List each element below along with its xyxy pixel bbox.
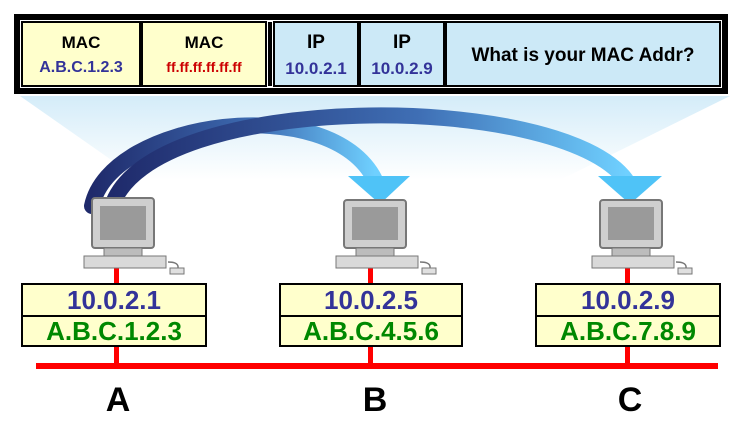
field-header: IP bbox=[393, 32, 411, 53]
packet-separator bbox=[268, 22, 272, 86]
field-box bbox=[273, 21, 359, 87]
packet-field-dst-ip: IP 10.0.2.9 bbox=[359, 21, 445, 87]
packet-field-payload: What is your MAC Addr? bbox=[445, 21, 721, 87]
mac-box bbox=[279, 315, 463, 347]
broadcast-arrows bbox=[84, 107, 662, 214]
host-ip: 10.0.2.9 bbox=[581, 285, 675, 315]
host-b: 10.0.2.5 A.B.C.4.5.6 B bbox=[279, 199, 463, 419]
host-label: A bbox=[106, 381, 131, 419]
field-header: IP bbox=[307, 32, 325, 53]
field-header: MAC bbox=[185, 33, 224, 52]
field-payload-text: What is your MAC Addr? bbox=[471, 45, 694, 66]
host-mac: A.B.C.4.5.6 bbox=[303, 316, 439, 346]
field-box bbox=[21, 21, 141, 87]
field-box bbox=[141, 21, 267, 87]
broadcast-beam bbox=[20, 96, 730, 180]
computer-icon bbox=[591, 199, 693, 275]
arp-packet: MAC A.B.C.1.2.3 MAC ff.ff.ff.ff.ff.ff IP… bbox=[14, 14, 728, 94]
field-header: MAC bbox=[62, 33, 101, 52]
host-ip: 10.0.2.1 bbox=[67, 285, 161, 315]
computer-icon bbox=[335, 199, 437, 275]
computer-icon bbox=[83, 197, 185, 275]
ip-box bbox=[279, 283, 463, 317]
field-value: 10.0.2.9 bbox=[371, 59, 432, 78]
field-box bbox=[359, 21, 445, 87]
host-mac: A.B.C.1.2.3 bbox=[46, 316, 182, 346]
packet-field-src-mac: MAC A.B.C.1.2.3 bbox=[21, 21, 141, 87]
field-value: A.B.C.1.2.3 bbox=[39, 59, 123, 76]
arrow-head-c bbox=[598, 176, 662, 204]
arrow-to-c bbox=[104, 107, 634, 214]
host-label: B bbox=[363, 381, 388, 419]
host-c: 10.0.2.9 A.B.C.7.8.9 C bbox=[535, 199, 721, 419]
host-mac: A.B.C.7.8.9 bbox=[560, 316, 696, 346]
ip-box bbox=[21, 283, 207, 317]
mac-box bbox=[21, 315, 207, 347]
network-bus bbox=[36, 363, 718, 369]
field-value: ff.ff.ff.ff.ff.ff bbox=[166, 59, 242, 75]
arrow-head-b bbox=[348, 176, 410, 204]
host-a: 10.0.2.1 A.B.C.1.2.3 A bbox=[21, 197, 207, 419]
packet-field-dst-mac: MAC ff.ff.ff.ff.ff.ff bbox=[141, 21, 267, 87]
field-value: 10.0.2.1 bbox=[285, 59, 346, 78]
host-ip: 10.0.2.5 bbox=[324, 285, 418, 315]
mac-box bbox=[535, 315, 721, 347]
packet-field-src-ip: IP 10.0.2.1 bbox=[273, 21, 359, 87]
field-box bbox=[445, 21, 721, 87]
host-label: C bbox=[618, 381, 643, 419]
